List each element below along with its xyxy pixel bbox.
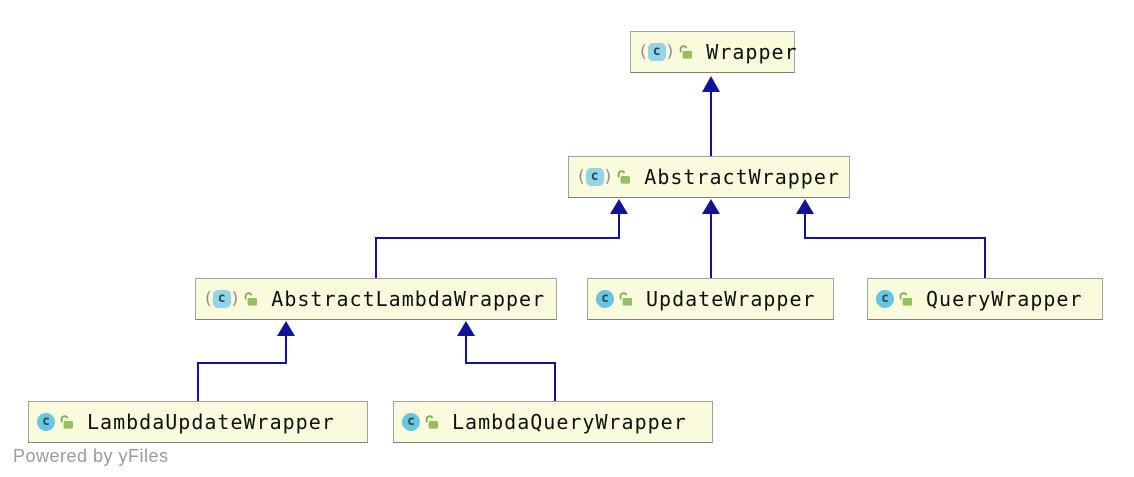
edge-abstractlambdawrapper-extends-abstractwrapper[interactable] <box>375 199 628 278</box>
public-visibility-lock-icon <box>898 291 914 307</box>
abstract-paren-right: ) <box>604 167 612 187</box>
class-node-abstract-lambda-wrapper[interactable]: ( c ) AbstractLambdaWrapper <box>195 278 560 323</box>
class-node-lambda-update-wrapper[interactable]: c LambdaUpdateWrapper <box>28 401 371 446</box>
class-name-label: LambdaQueryWrapper <box>452 410 687 434</box>
public-visibility-lock-icon <box>424 414 440 430</box>
class-icon: c <box>585 168 604 186</box>
abstract-paren-left: ( <box>640 42 647 62</box>
edge-line <box>375 213 620 278</box>
class-icon: c <box>876 290 894 308</box>
abstract-paren-left: ( <box>578 167 585 187</box>
inheritance-arrowhead-icon <box>702 76 720 92</box>
class-name-label: LambdaUpdateWrapper <box>87 410 335 434</box>
public-visibility-lock-icon <box>243 291 259 307</box>
inheritance-arrowhead-icon <box>457 321 475 336</box>
abstract-class-icon: ( c ) <box>204 290 259 308</box>
edge-querywrapper-extends-abstractwrapper[interactable] <box>796 199 986 278</box>
edge-abstractwrapper-extends-wrapper[interactable] <box>702 76 720 156</box>
edge-line <box>804 213 986 278</box>
class-icon-group: c <box>402 413 440 431</box>
class-icon: c <box>402 413 420 431</box>
public-visibility-lock-icon <box>616 169 632 185</box>
abstract-paren-right: ) <box>666 42 674 62</box>
class-icon-group: c <box>37 413 75 431</box>
inheritance-arrowhead-icon <box>702 199 720 214</box>
class-name-label: Wrapper <box>706 40 798 64</box>
abstract-paren-left: ( <box>205 289 212 309</box>
class-node-abstract-wrapper[interactable]: ( c ) AbstractWrapper <box>568 156 853 201</box>
class-name-label: QueryWrapper <box>926 287 1083 311</box>
abstract-class-icon: ( c ) <box>639 43 694 61</box>
class-node-wrapper[interactable]: ( c ) Wrapper <box>630 31 798 76</box>
class-icon: c <box>596 290 614 308</box>
class-name-label: UpdateWrapper <box>646 287 816 311</box>
inheritance-arrowhead-icon <box>610 199 628 214</box>
edge-lambdaquerywrapper-extends-abstractlambdawrapper[interactable] <box>457 321 556 401</box>
edge-updatewrapper-extends-abstractwrapper[interactable] <box>702 199 720 278</box>
abstract-class-icon: ( c ) <box>577 168 632 186</box>
public-visibility-lock-icon <box>618 291 634 307</box>
inheritance-arrowhead-icon <box>796 199 814 214</box>
class-icon-group: c <box>876 290 914 308</box>
class-node-lambda-query-wrapper[interactable]: c LambdaQueryWrapper <box>393 401 716 446</box>
class-icon-group: c <box>596 290 634 308</box>
class-node-update-wrapper[interactable]: c UpdateWrapper <box>587 278 837 323</box>
public-visibility-lock-icon <box>59 414 75 430</box>
class-node-query-wrapper[interactable]: c QueryWrapper <box>867 278 1106 323</box>
class-icon: c <box>212 290 231 308</box>
class-icon: c <box>647 43 666 61</box>
yfiles-watermark: Powered by yFiles <box>13 446 169 466</box>
abstract-paren-right: ) <box>231 289 239 309</box>
class-name-label: AbstractWrapper <box>644 165 840 189</box>
inheritance-arrowhead-icon <box>277 321 295 336</box>
edge-line <box>465 335 556 401</box>
public-visibility-lock-icon <box>678 44 694 60</box>
class-icon: c <box>37 413 55 431</box>
class-name-label: AbstractLambdaWrapper <box>271 287 546 311</box>
edge-lambdaupdatewrapper-extends-abstractlambdawrapper[interactable] <box>197 321 295 401</box>
edge-line <box>197 335 287 401</box>
